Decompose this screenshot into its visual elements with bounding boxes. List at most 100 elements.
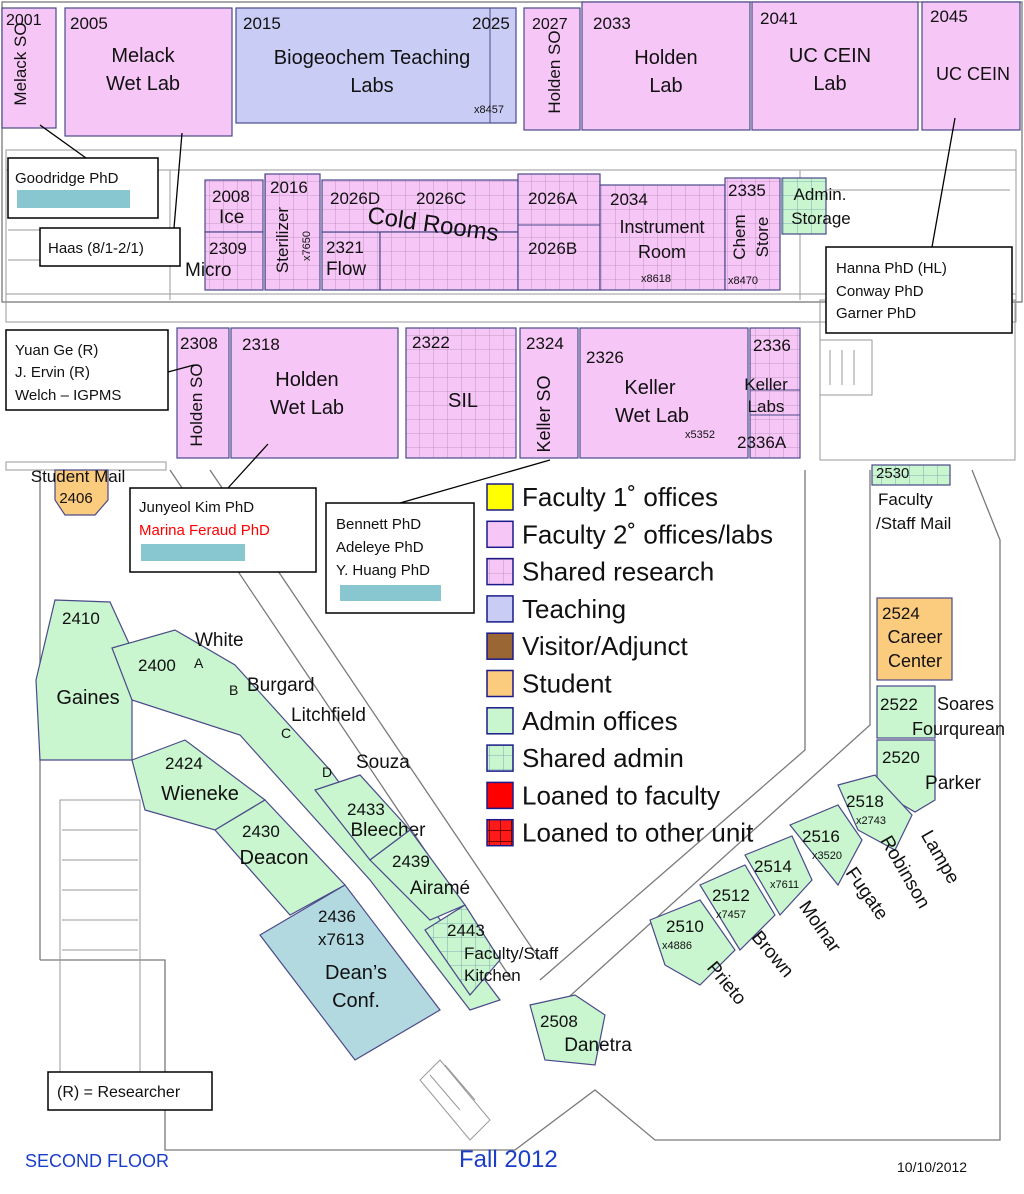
legend-swatch: [486, 669, 514, 698]
junyeol-line-1: Junyeol Kim PhD: [139, 499, 254, 516]
room-2041-number: 2041: [760, 9, 798, 28]
room-2508-name: Danetra: [564, 1035, 632, 1056]
legend-label: Shared research: [522, 557, 714, 587]
room-2308-name: Holden SO: [187, 363, 206, 446]
callout-yuan: Yuan Ge (R) J. Ervin (R) Welch – IGPMS: [5, 329, 195, 411]
room-2522-number: 2522: [880, 695, 918, 714]
cubicle-d: D: [322, 764, 332, 780]
researcher-key: (R) = Researcher: [57, 1084, 181, 1101]
room-2324-name: Keller SO: [534, 375, 554, 452]
room-2336-number: 2336: [753, 336, 791, 355]
room-2518-number: 2518: [846, 792, 884, 811]
room-2516-ext: x3520: [812, 850, 842, 862]
room-2026B-number: 2026B: [528, 239, 577, 258]
room-2025-number: 2025: [472, 14, 510, 33]
room-2410-name: Gaines: [56, 687, 119, 709]
cubicle-b: B: [229, 682, 238, 698]
room-2026A: [517, 173, 601, 291]
room-2520-name: Parker: [925, 773, 982, 794]
junyeol-nameplate: [141, 544, 245, 561]
legend-swatch: [486, 632, 514, 660]
yuan-line-3: Welch – IGPMS: [15, 387, 121, 404]
goodridge-text: Goodridge PhD: [15, 170, 119, 187]
room-2439-number: 2439: [392, 852, 430, 871]
room-2322-number: 2322: [412, 333, 450, 352]
room-2514-number: 2514: [754, 857, 792, 876]
callout-bennett: Bennett PhD Adeleye PhD Y. Huang PhD: [325, 459, 551, 614]
room-2443: [424, 904, 501, 996]
room-2508-number: 2508: [540, 1012, 578, 1031]
room-2522-name: Soares: [937, 694, 994, 714]
room-2033-number: 2033: [593, 14, 631, 33]
room-2406-number: 2406: [59, 490, 92, 507]
legend-swatch: [486, 818, 514, 847]
bennett-line-3: Y. Huang PhD: [336, 562, 430, 579]
room-2025-ext: x8457: [474, 104, 504, 116]
room-2424-number: 2424: [165, 754, 203, 773]
room-2443-name: Faculty/Staff: [464, 944, 558, 963]
room-2026A-number: 2026A: [528, 189, 578, 208]
callout-researcher: (R) = Researcher: [47, 1071, 213, 1111]
room-2324: [519, 327, 579, 459]
room-2308-number: 2308: [180, 334, 218, 353]
room-2005: [64, 7, 233, 137]
room-2530: [871, 464, 951, 486]
room-2026C-number: 2026C: [416, 189, 466, 208]
room-2033: [581, 1, 751, 131]
room-2336-subname: Labs: [748, 397, 785, 416]
room-2016-ext: x7650: [301, 231, 313, 261]
room-2324-number: 2324: [526, 334, 564, 353]
room-2015-number: 2015: [243, 14, 281, 33]
room-2530-number: 2530: [876, 465, 909, 482]
legend-label: Visitor/Adjunct: [522, 631, 688, 661]
room-2512-name: Brown: [747, 927, 798, 982]
season-label: Fall 2012: [459, 1146, 558, 1173]
room-2336A-number: 2336A: [737, 433, 787, 452]
room-2045-number: 2045: [930, 7, 968, 26]
room-2033-name: Holden: [634, 47, 697, 69]
callout-junyeol: Junyeol Kim PhD Marina Feraud PhD: [129, 443, 317, 573]
room-2514: [744, 835, 813, 917]
room-2041: [751, 1, 919, 131]
room-2514-ext: x7611: [770, 879, 799, 891]
admin-storage-name: Admin.: [794, 185, 847, 204]
room-2512-number: 2512: [712, 886, 750, 905]
room-2008-number: 2008: [212, 187, 250, 206]
room-2410-number: 2410: [62, 609, 100, 628]
room-2335-subname: Store: [753, 217, 772, 258]
room-2510-ext: x4886: [662, 940, 692, 952]
room-2326-number: 2326: [586, 348, 624, 367]
legend-label: Loaned to other unit: [522, 818, 754, 848]
callout-goodridge: Goodridge PhD: [7, 124, 159, 219]
room-2027: [523, 7, 581, 131]
room-2041-subname: Lab: [813, 73, 846, 95]
room-2318-subname: Wet Lab: [270, 397, 344, 419]
room-2518-ext: x2743: [856, 815, 886, 827]
room-2433-number: 2433: [347, 800, 385, 819]
room-2016-name: Sterilizer: [273, 207, 292, 273]
room-2045: [921, 1, 1021, 131]
room-2309-name: Micro: [185, 260, 231, 281]
hanna-line-1: Hanna PhD (HL): [836, 260, 947, 277]
legend-label: Student: [522, 669, 612, 699]
room-2524-name: Career: [887, 627, 942, 647]
cubicle-c: C: [281, 725, 291, 741]
room-2436-number: 2436: [318, 907, 356, 926]
room-2406: [54, 469, 109, 516]
legend-label: Faculty 1˚ offices: [522, 482, 718, 512]
room-2308: [176, 327, 230, 459]
yuan-line-2: J. Ervin (R): [15, 364, 90, 381]
room-2008: [204, 179, 264, 233]
room-2522-subname: Fourqurean: [912, 719, 1005, 739]
room-2516-name: Fugate: [841, 864, 892, 925]
room-2041-name: UC CEIN: [789, 45, 871, 67]
callout-haas: Haas (8/1-2/1): [39, 132, 183, 267]
date-label: 10/10/2012: [897, 1159, 967, 1175]
room-2321-name: Flow: [326, 259, 366, 280]
legend-label: Shared admin: [522, 743, 684, 773]
cubicle-d-name: Souza: [356, 752, 410, 773]
admin-storage-subname: Storage: [791, 209, 851, 228]
room-2524: [876, 597, 953, 681]
room-2318-name: Holden: [275, 369, 338, 391]
yuan-line-1: Yuan Ge (R): [15, 342, 98, 359]
